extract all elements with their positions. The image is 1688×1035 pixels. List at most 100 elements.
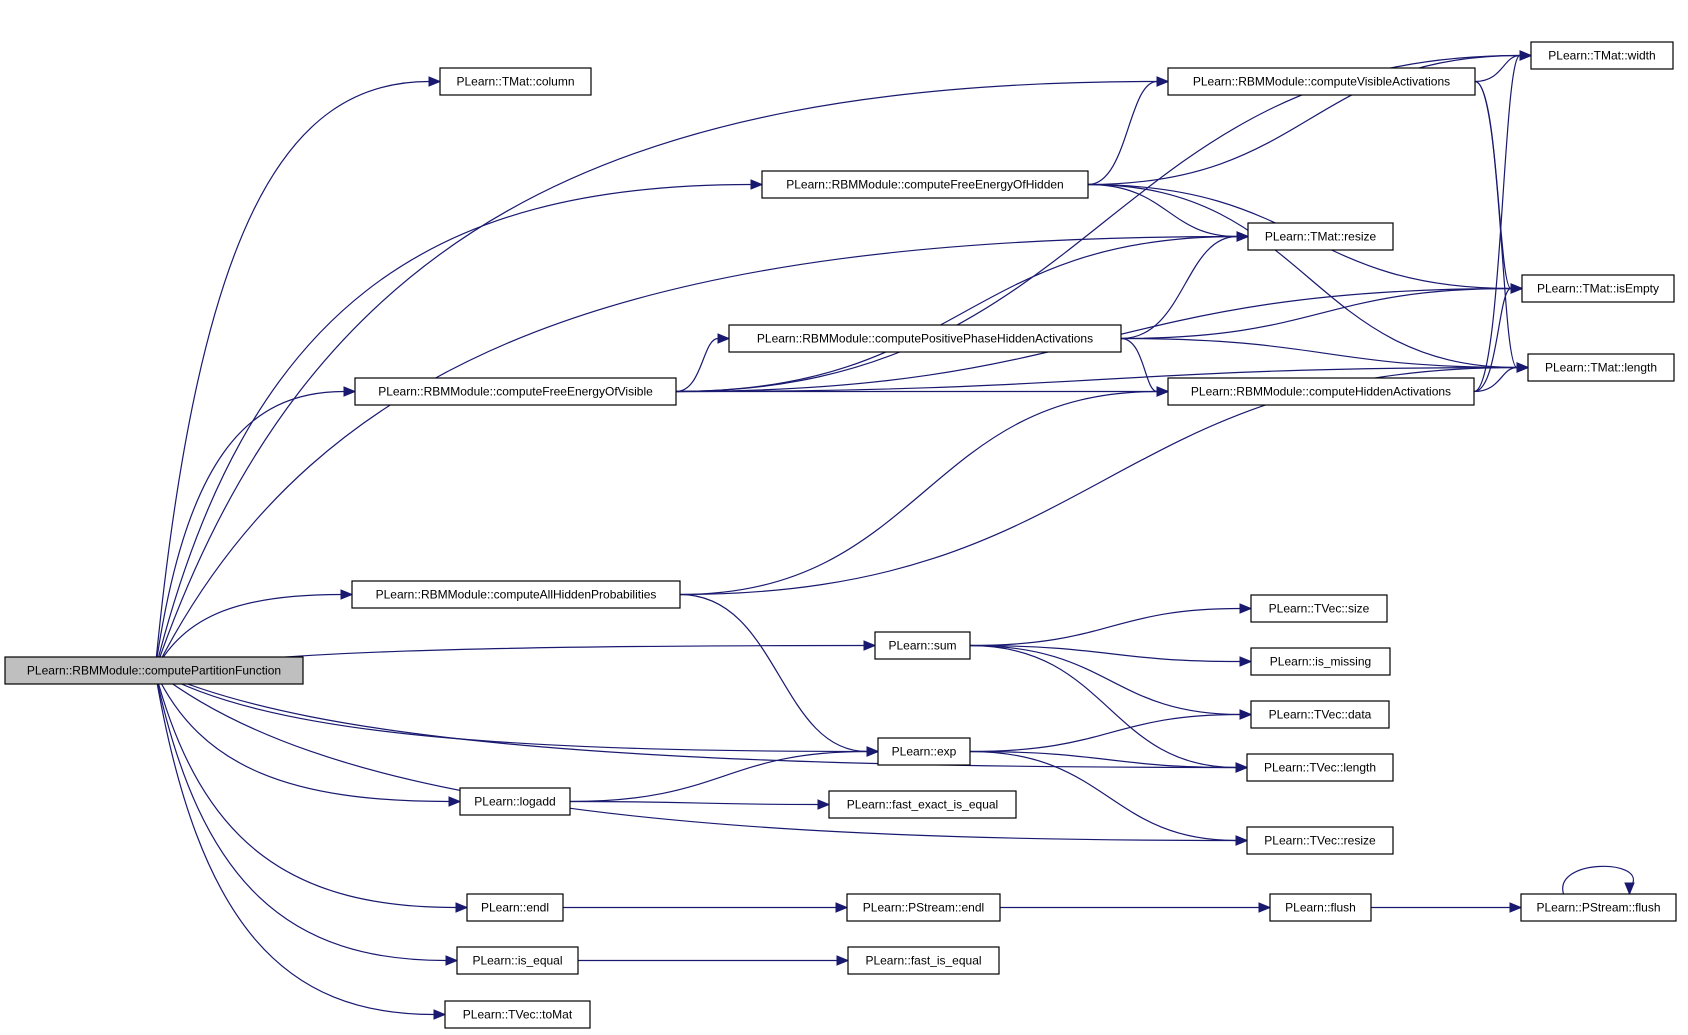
edge-line	[1474, 54, 1521, 83]
root-node-rbmmodule-compute-partition-function[interactable]: PLearn::RBMModule::computePartitionFunct…	[4, 656, 304, 685]
node-rbmmodule-compute-free-energy-of-hidden[interactable]: PLearn::RBMModule::computeFreeEnergyOfHi…	[761, 170, 1089, 199]
edge-line	[679, 593, 868, 753]
arrowhead	[866, 746, 880, 757]
edge-line	[154, 235, 1238, 672]
arrowhead	[1624, 882, 1635, 896]
node-fast-exact-is-equal[interactable]: PLearn::fast_exact_is_equal	[828, 790, 1017, 819]
edge-line	[154, 670, 435, 1016]
arrowhead	[1235, 762, 1249, 773]
node-tvec-length[interactable]: PLearn::TVec::length	[1246, 753, 1394, 782]
edge-pstream-flush-to-pstream-flush	[1562, 865, 1635, 896]
node-is-equal[interactable]: PLearn::is_equal	[456, 946, 579, 975]
node-rbmmodule-compute-visible-activations[interactable]: PLearn::RBMModule::computeVisibleActivat…	[1167, 67, 1476, 96]
node-tmat-resize[interactable]: PLearn::TMat::resize	[1247, 222, 1394, 251]
edge-rbmmodule-compute-partition-function-to-rbmmodule-compute-all-hidden-probabilities	[154, 589, 354, 672]
arrowhead	[1519, 50, 1533, 61]
node-sum[interactable]: PLearn::sum	[874, 631, 971, 660]
edge-pstream-endl-to-flush	[1000, 902, 1272, 913]
edge-rbmmodule-compute-positive-phase-hidden-activations-to-rbmmodule-compute-hidden-activations	[1120, 337, 1170, 397]
arrowhead	[1516, 362, 1530, 373]
node-box	[466, 893, 564, 922]
edge-line	[154, 80, 430, 672]
node-box	[1250, 594, 1388, 623]
node-rbmmodule-compute-positive-phase-hidden-activations[interactable]: PLearn::RBMModule::computePositivePhaseH…	[728, 324, 1122, 353]
node-rbmmodule-compute-all-hidden-probabilities[interactable]: PLearn::RBMModule::computeAllHiddenProba…	[351, 580, 681, 609]
edge-is-equal-to-fast-is-equal	[577, 955, 850, 966]
node-label: PLearn::TVec::toMat	[463, 1008, 573, 1022]
edge-flush-to-pstream-flush	[1371, 902, 1523, 913]
edge-rbmmodule-compute-partition-function-to-logadd	[154, 670, 462, 807]
node-endl[interactable]: PLearn::endl	[466, 893, 564, 922]
edge-line	[154, 670, 447, 962]
node-box	[728, 324, 1122, 353]
node-tvec-size[interactable]: PLearn::TVec::size	[1250, 594, 1388, 623]
edge-rbmmodule-compute-partition-function-to-rbmmodule-compute-free-energy-of-visible	[154, 386, 357, 672]
node-rbmmodule-compute-hidden-activations[interactable]: PLearn::RBMModule::computeHiddenActivati…	[1167, 377, 1475, 406]
node-tmat-column[interactable]: PLearn::TMat::column	[439, 67, 592, 96]
edge-line	[154, 390, 345, 672]
node-box	[439, 67, 592, 96]
node-box	[847, 946, 1000, 975]
edge-rbmmodule-compute-free-energy-of-visible-to-tmat-resize	[675, 231, 1250, 393]
edge-sum-to-tvec-length	[969, 644, 1249, 773]
edge-rbmmodule-compute-partition-function-to-tvec-to-mat	[154, 670, 447, 1020]
arrowhead	[1239, 656, 1253, 667]
node-box	[1269, 893, 1372, 922]
node-tmat-is-empty[interactable]: PLearn::TMat::isEmpty	[1521, 274, 1675, 303]
arrowhead	[1235, 835, 1249, 846]
edge-line	[1120, 337, 1518, 369]
node-flush[interactable]: PLearn::flush	[1269, 893, 1372, 922]
edge-rbmmodule-compute-partition-function-to-is-equal	[154, 670, 459, 966]
node-box	[1247, 222, 1394, 251]
node-tvec-resize[interactable]: PLearn::TVec::resize	[1246, 826, 1394, 855]
edge-rbmmodule-compute-partition-function-to-rbmmodule-compute-free-energy-of-hidden	[154, 179, 764, 672]
edge-exp-to-tvec-data	[969, 709, 1253, 753]
edge-rbmmodule-compute-hidden-activations-to-tmat-width	[1473, 50, 1533, 393]
node-is-missing[interactable]: PLearn::is_missing	[1250, 647, 1391, 676]
node-rbmmodule-compute-free-energy-of-visible[interactable]: PLearn::RBMModule::computeFreeEnergyOfVi…	[354, 377, 677, 406]
node-label: PLearn::fast_exact_is_equal	[847, 798, 998, 812]
edge-rbmmodule-compute-visible-activations-to-tmat-length	[1474, 80, 1530, 373]
edge-line	[1087, 183, 1518, 369]
node-label: PLearn::is_equal	[472, 954, 562, 968]
edge-line	[1474, 80, 1512, 290]
node-logadd[interactable]: PLearn::logadd	[459, 787, 571, 816]
arrowhead	[863, 640, 877, 651]
edge-logadd-to-exp	[569, 746, 880, 803]
arrowhead	[1239, 603, 1253, 614]
node-tmat-width[interactable]: PLearn::TMat::width	[1530, 41, 1674, 70]
edge-line	[154, 670, 1237, 769]
node-tmat-length[interactable]: PLearn::TMat::length	[1527, 353, 1675, 382]
edge-line	[569, 750, 868, 803]
node-pstream-flush[interactable]: PLearn::PStream::flush	[1520, 893, 1677, 922]
edge-line	[679, 390, 1158, 596]
arrowhead	[340, 589, 354, 600]
node-box	[1250, 647, 1391, 676]
edge-rbmmodule-compute-positive-phase-hidden-activations-to-tmat-is-empty	[1120, 283, 1524, 340]
edge-rbmmodule-compute-positive-phase-hidden-activations-to-tmat-length	[1120, 337, 1530, 373]
node-exp[interactable]: PLearn::exp	[877, 737, 971, 766]
edge-line	[1087, 54, 1521, 186]
edge-exp-to-tvec-length	[969, 750, 1249, 773]
arrowhead	[1236, 231, 1250, 242]
edge-line	[969, 644, 1237, 769]
node-label: PLearn::PStream::endl	[863, 901, 984, 915]
edge-line	[1562, 865, 1634, 895]
edge-line	[154, 593, 342, 672]
arrowhead	[343, 386, 357, 397]
node-label: PLearn::flush	[1285, 901, 1356, 915]
node-label: PLearn::TMat::isEmpty	[1537, 282, 1659, 296]
node-fast-is-equal[interactable]: PLearn::fast_is_equal	[847, 946, 1000, 975]
edge-line	[1473, 366, 1518, 393]
edge-endl-to-pstream-endl	[563, 902, 849, 913]
edge-rbmmodule-compute-free-energy-of-hidden-to-tmat-resize	[1087, 183, 1250, 242]
node-pstream-endl[interactable]: PLearn::PStream::endl	[846, 893, 1001, 922]
node-tvec-to-mat[interactable]: PLearn::TVec::toMat	[444, 1000, 591, 1029]
edge-rbmmodule-compute-all-hidden-probabilities-to-exp	[679, 593, 880, 757]
edge-line	[154, 183, 752, 672]
node-box	[828, 790, 1017, 819]
node-label: PLearn::logadd	[474, 795, 555, 809]
node-tvec-data[interactable]: PLearn::TVec::data	[1250, 700, 1390, 729]
node-label: PLearn::endl	[481, 901, 549, 915]
